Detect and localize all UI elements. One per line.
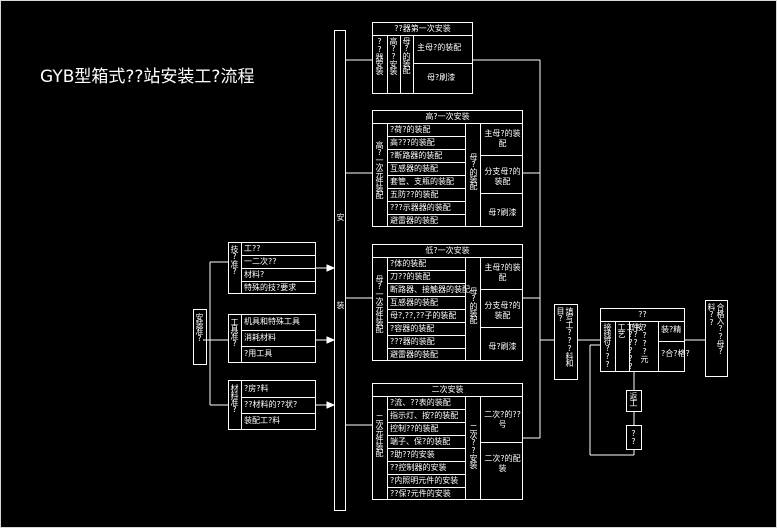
lv-row: 避雷器的装配 — [390, 350, 438, 359]
final-box: 合格入??母?料?? — [705, 300, 728, 377]
lv-stage: 低?一次安装 母?一次元件装配 ?体的装配 刀??的装配 断路器、接触器的装配 … — [372, 244, 523, 361]
prep-label: 安装准? — [195, 313, 204, 342]
tools-row: 消耗材料 — [244, 333, 276, 342]
lv-right: 母?刷漆 — [488, 342, 517, 351]
tech-prep-head: 技?准? — [230, 245, 239, 275]
hv-row: ?断路器的装配 — [390, 151, 443, 160]
sec-right: 二次?的配装 — [484, 454, 521, 473]
lv-mid: 母?的装配 — [469, 287, 478, 323]
hv-right: 母?刷漆 — [488, 208, 517, 217]
lv-left: 母?一次元件装配 — [375, 275, 384, 332]
transformer-stage: ??器第一次安装 ??器安装 高??安装 母?的装配 主母?的装配 母?刷漆 — [372, 22, 473, 94]
lv-right: 主母?的装配 — [484, 263, 521, 282]
materials-prep-head: 材料准? — [230, 384, 239, 413]
question-box: ?? — [626, 425, 642, 450]
lv-row: 母?,??,??子的装配 — [390, 311, 457, 320]
hv-row: 套管、支瓶的装配 — [390, 177, 454, 186]
lv-row: ???器的装配 — [390, 337, 435, 346]
hv-row: 五防??的装配 — [390, 190, 439, 199]
repair-box: 返工 — [626, 390, 642, 412]
secondary-stage: 二次安装 二次元件装配 ?流、??表的装配 指示灯、按?的装配 控制??的装配 … — [372, 383, 523, 500]
prep-box: 安装准? — [193, 309, 207, 365]
tools-prep-head: 工具准? — [230, 318, 239, 347]
sec-row: ?助??的安装 — [390, 450, 435, 459]
sec-mid: 二次??安装 — [469, 424, 478, 468]
record-box: 填写工???料和目? — [554, 304, 578, 380]
hv-row: 互感器的装配 — [390, 164, 438, 173]
hv-right: 主母?的装配 — [484, 129, 521, 148]
sec-row: ?流、??表的装配 — [390, 398, 451, 407]
materials-row: 装配工?料 — [244, 416, 281, 425]
tech-prep-box: 技?准? 工?? 一二次?? 材料? 特殊的技?要求 — [228, 242, 316, 294]
tech-row: 特殊的技?要求 — [244, 283, 297, 292]
tools-row: ?用工具 — [244, 349, 273, 358]
tools-prep-box: 工具准? 机具和特殊工具 消耗材料 ?用工具 — [228, 314, 316, 363]
test-col: 按工?????工艺 — [617, 323, 644, 370]
sec-title: 二次安装 — [431, 385, 464, 394]
materials-prep-box: 材料准? ?房?料 ??材料的??状? 装配工?料 — [228, 380, 316, 430]
test-box: ?? 接线符??? 按工?????工艺 ????元件?? 装?精 ?合?格? — [600, 308, 690, 372]
sec-row: 控制??的装配 — [390, 424, 439, 433]
tech-row: 工?? — [244, 244, 261, 253]
sec-row: ??保?元件的安装 — [390, 489, 451, 498]
tech-row: 一二次?? — [244, 257, 277, 266]
lv-row: ?容器的装配 — [390, 324, 435, 333]
test-col: 接线符??? — [603, 323, 612, 368]
transformer-mid: 高??安装 — [389, 37, 398, 74]
hv-right: 分支母?的装配 — [484, 167, 521, 186]
tech-row: 材料? — [244, 270, 265, 279]
hv-row: 避雷器的装配 — [390, 216, 438, 225]
lv-row: 刀??的装配 — [390, 272, 431, 281]
test-title: ?? — [638, 310, 647, 319]
sec-row: ?内照明元件的安装 — [390, 476, 459, 485]
transformer-sub: 母?的装配 — [402, 37, 411, 73]
test-col: 装?精 — [661, 325, 682, 334]
hv-row: ?荷?的装配 — [390, 125, 431, 134]
final-label: 合格入??母?料?? — [707, 303, 725, 355]
lv-row: 断路器、接触器的装配 — [390, 285, 470, 294]
lv-row: 互感器的装配 — [390, 298, 438, 307]
repair-label: 返工 — [629, 392, 638, 406]
install-label-2: 装 — [336, 301, 345, 308]
sec-row: ??控制器的安装 — [390, 463, 447, 472]
record-label: 填写工???料和目? — [556, 307, 574, 366]
transformer-title: ??器第一次安装 — [394, 24, 451, 33]
sec-row: 端子、保?的装配 — [390, 437, 451, 446]
lv-right: 分支母?的装配 — [484, 301, 521, 320]
test-col: ?合?格? — [661, 349, 690, 358]
materials-row: ?房?料 — [244, 384, 269, 393]
tools-row: 机具和特殊工具 — [244, 317, 300, 326]
sec-right: 二次?的??号 — [484, 410, 521, 429]
question-label: ?? — [629, 429, 638, 445]
transformer-row: 主母?的装配 — [417, 43, 462, 52]
install-bar: 安 装 — [334, 30, 346, 511]
transformer-row: 母?刷漆 — [427, 73, 456, 82]
diagram-title: GYB型箱式??站安装工?流程 — [40, 67, 255, 87]
hv-row: 高???的装配 — [390, 138, 435, 147]
install-label-1: 安 — [336, 213, 345, 220]
test-col: ????元件?? — [631, 323, 649, 362]
sec-left: 二次元件装配 — [375, 414, 384, 456]
hv-left: 高?一次元件装配 — [375, 141, 384, 198]
hv-row: ???示器器的装配 — [390, 203, 451, 212]
hv-mid: 母?的装配 — [469, 153, 478, 189]
hv-title: 高?一次安装 — [425, 112, 470, 121]
sec-row: 指示灯、按?的装配 — [390, 411, 459, 420]
transformer-left: ??器安装 — [375, 37, 384, 74]
lv-title: 低?一次安装 — [425, 246, 470, 255]
materials-row: ??材料的??状? — [244, 400, 298, 409]
lv-row: ?体的装配 — [390, 259, 427, 268]
hv-stage: 高?一次安装 高?一次元件装配 ?荷?的装配 高???的装配 ?断路器的装配 互… — [372, 110, 523, 227]
